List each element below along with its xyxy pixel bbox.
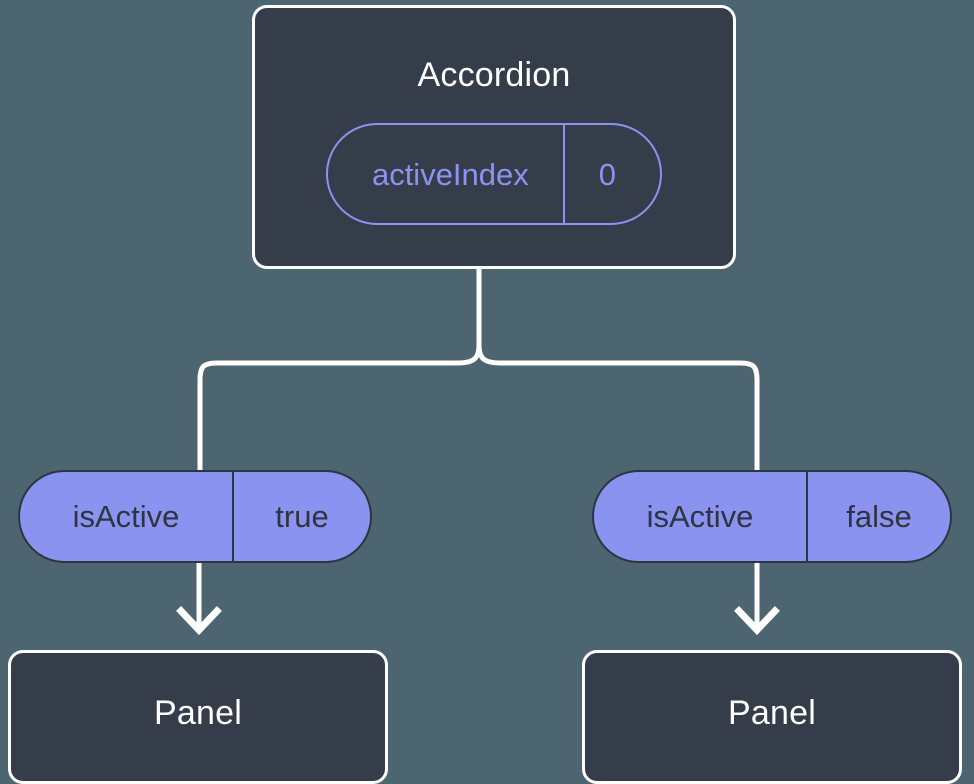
prop-pill-is-active-true[interactable]: isActive true	[18, 470, 372, 563]
arrowhead-right-icon	[734, 606, 780, 636]
arrowhead-left-icon	[176, 606, 222, 636]
state-pill-value: 0	[562, 125, 660, 223]
prop-pill-key: isActive	[72, 499, 180, 534]
node-panel-left[interactable]: Panel	[8, 650, 388, 784]
node-panel-right[interactable]: Panel	[582, 650, 962, 784]
node-accordion-title: Accordion	[417, 56, 571, 94]
prop-pill-is-active-false[interactable]: isActive false	[592, 470, 952, 563]
prop-pill-value: true	[232, 472, 370, 561]
state-pill-key: activeIndex	[371, 156, 529, 192]
connector-junction-left	[197, 344, 482, 470]
node-panel-left-title: Panel	[154, 694, 242, 732]
prop-pill-value: false	[806, 472, 950, 561]
prop-pill-key: isActive	[646, 499, 754, 534]
node-accordion[interactable]: Accordion activeIndex 0	[252, 5, 736, 269]
node-panel-right-title: Panel	[728, 694, 816, 732]
state-pill-active-index[interactable]: activeIndex 0	[325, 123, 663, 225]
connector-junction-right	[476, 344, 760, 470]
